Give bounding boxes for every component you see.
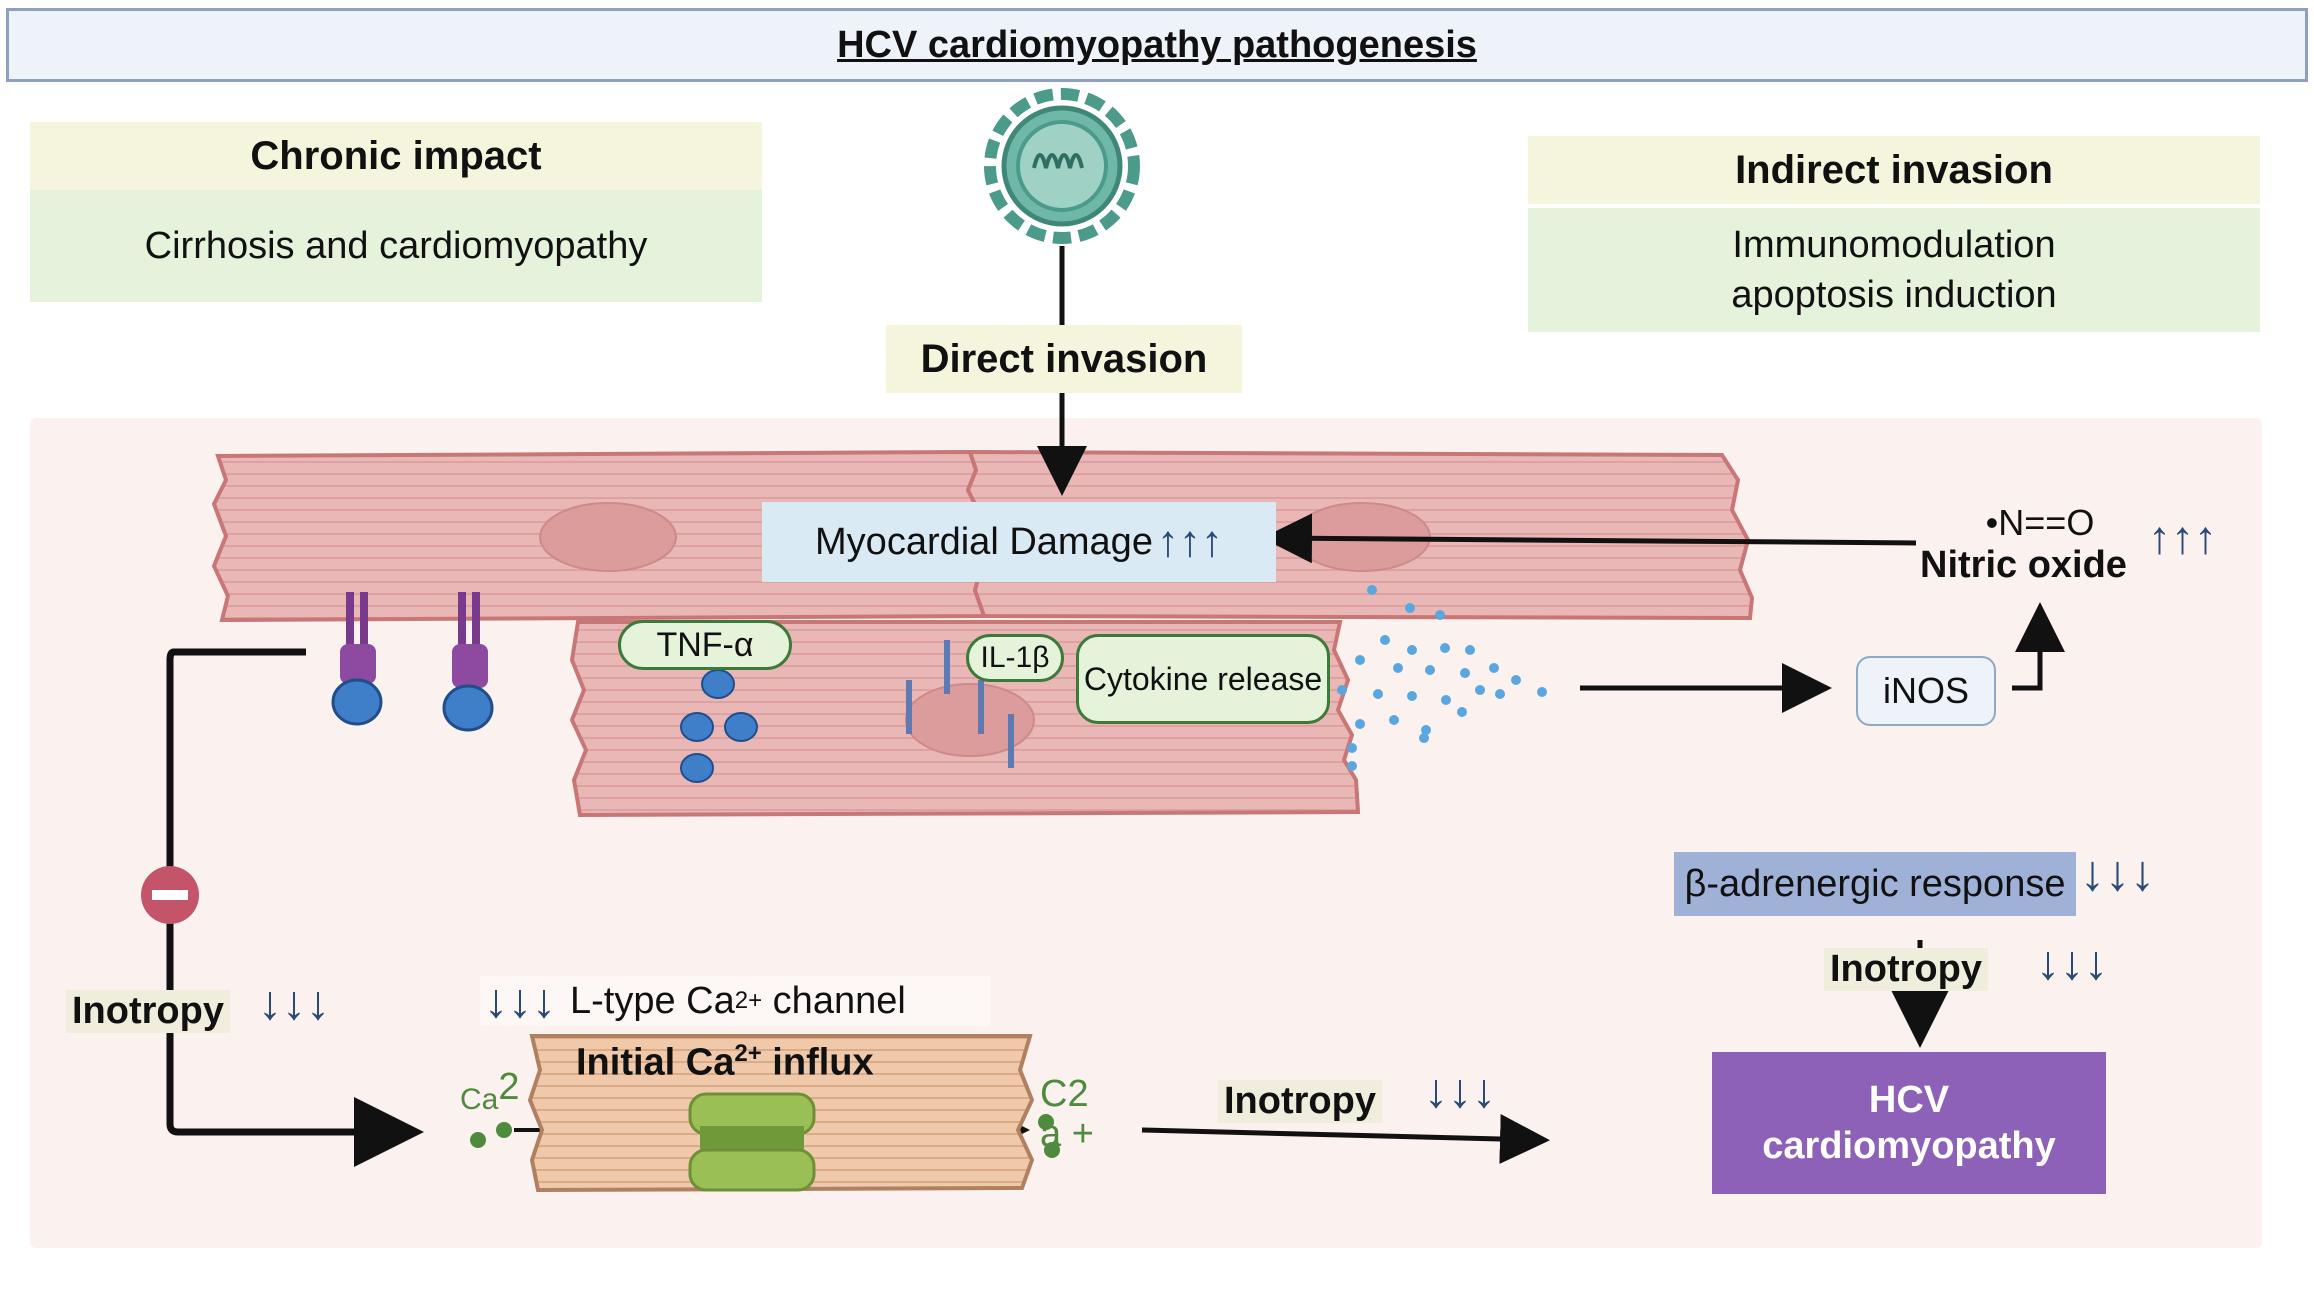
direct-invasion-label: Direct invasion: [920, 336, 1208, 381]
ca-left-n: 2: [498, 1066, 520, 1108]
cytokine-particles: [1337, 585, 1547, 771]
beta-adrenergic-label: β-adrenergic response: [1684, 862, 2066, 905]
receptor-icon-right: [442, 592, 494, 732]
tnf-alpha-channels: [680, 669, 758, 783]
beta-adrenergic-box: β-adrenergic response: [1674, 852, 2076, 916]
ca-right-plus: +: [1071, 1113, 1094, 1155]
influx-suffix: influx: [761, 1041, 874, 1084]
indirect-invasion-body: Immunomodulation apoptosis induction: [1528, 208, 2260, 332]
inotropy-right-arrows: ↓↓↓: [2036, 937, 2108, 990]
ca-right-a: a: [1040, 1113, 1062, 1155]
beta-adrenergic-arrows: ↓↓↓: [2080, 845, 2155, 901]
inotropy-bottom-label: Inotropy: [1218, 1080, 1382, 1123]
ltype-arrows: ↓↓↓: [484, 974, 556, 1028]
chronic-impact-header: Chronic impact: [30, 122, 762, 190]
calcium-dots: [470, 1114, 1060, 1158]
il1b-label: IL-1β: [980, 641, 1050, 674]
tnf-alpha-pill: TNF-α: [618, 620, 792, 670]
hcv-cardiomyopathy-box: HCV cardiomyopathy: [1712, 1052, 2106, 1194]
nitric-oxide-arrows: ↑↑↑: [2148, 511, 2217, 563]
cytokine-release-box: Cytokine release: [1076, 634, 1330, 724]
il1b-receptors: [906, 640, 1014, 768]
page-title: HCV cardiomyopathy pathogenesis: [837, 23, 1477, 66]
receptor-icon-left: [331, 592, 383, 726]
chronic-impact-heading: Chronic impact: [250, 133, 542, 178]
inotropy-right-label: Inotropy: [1824, 948, 1988, 991]
myocardial-damage-label: Myocardial Damage: [815, 520, 1153, 563]
influx-prefix: Initial Ca: [576, 1041, 735, 1084]
indirect-invasion-header: Indirect invasion: [1528, 136, 2260, 204]
ltype-sup: 2+: [734, 987, 763, 1014]
inos-box: iNOS: [1856, 656, 1996, 726]
indirect-invasion-heading: Indirect invasion: [1735, 147, 2053, 192]
chronic-impact-body: Cirrhosis and cardiomyopathy: [30, 190, 762, 302]
outcome-line1: HCV: [1868, 1079, 1950, 1121]
ca-right-c: C: [1040, 1073, 1068, 1115]
inotropy-left-label: Inotropy: [66, 990, 230, 1033]
calcium-right-label: C2 a +: [1040, 1074, 1094, 1154]
ltype-prefix: L-type Ca: [570, 979, 735, 1022]
tnf-alpha-label: TNF-α: [656, 625, 754, 664]
myocardial-damage-box: Myocardial Damage ↑↑↑: [762, 502, 1276, 582]
il1b-pill: IL-1β: [966, 634, 1064, 682]
ltype-suffix: channel: [762, 979, 906, 1022]
title-bar: HCV cardiomyopathy pathogenesis: [6, 8, 2308, 82]
direct-invasion-box: Direct invasion: [886, 325, 1242, 393]
inotropy-bottom-arrows: ↓↓↓: [1424, 1065, 1496, 1118]
nucleus-bottom: [905, 683, 1035, 757]
nucleus-left: [539, 502, 677, 572]
outcome-line2: cardiomyopathy: [1762, 1125, 2056, 1167]
nitric-oxide-label: Nitric oxide: [1920, 544, 2127, 586]
inhibition-icon: [141, 866, 199, 924]
inotropy-left-arrows: ↓↓↓: [258, 977, 330, 1030]
hcv-virus-icon: [984, 88, 1140, 244]
chronic-impact-text: Cirrhosis and cardiomyopathy: [144, 225, 648, 267]
inos-label: iNOS: [1882, 670, 1969, 711]
nitric-oxide-formula: •N==O: [1985, 502, 2095, 543]
myocardial-damage-arrows: ↑↑↑: [1156, 517, 1223, 566]
calcium-channel-icon: [688, 1092, 816, 1192]
ca-right-n: 2: [1067, 1073, 1089, 1115]
cytokine-release-label: Cytokine release: [1083, 660, 1323, 697]
initial-influx-label: Initial Ca2+ influx: [576, 1040, 874, 1085]
ca-left-c: Ca: [460, 1083, 499, 1116]
calcium-left-label: Ca2: [460, 1066, 520, 1119]
indirect-invasion-line1: Immunomodulation: [1732, 224, 2056, 266]
indirect-invasion-line2: apoptosis induction: [1731, 274, 2057, 316]
influx-sup: 2+: [734, 1040, 762, 1067]
